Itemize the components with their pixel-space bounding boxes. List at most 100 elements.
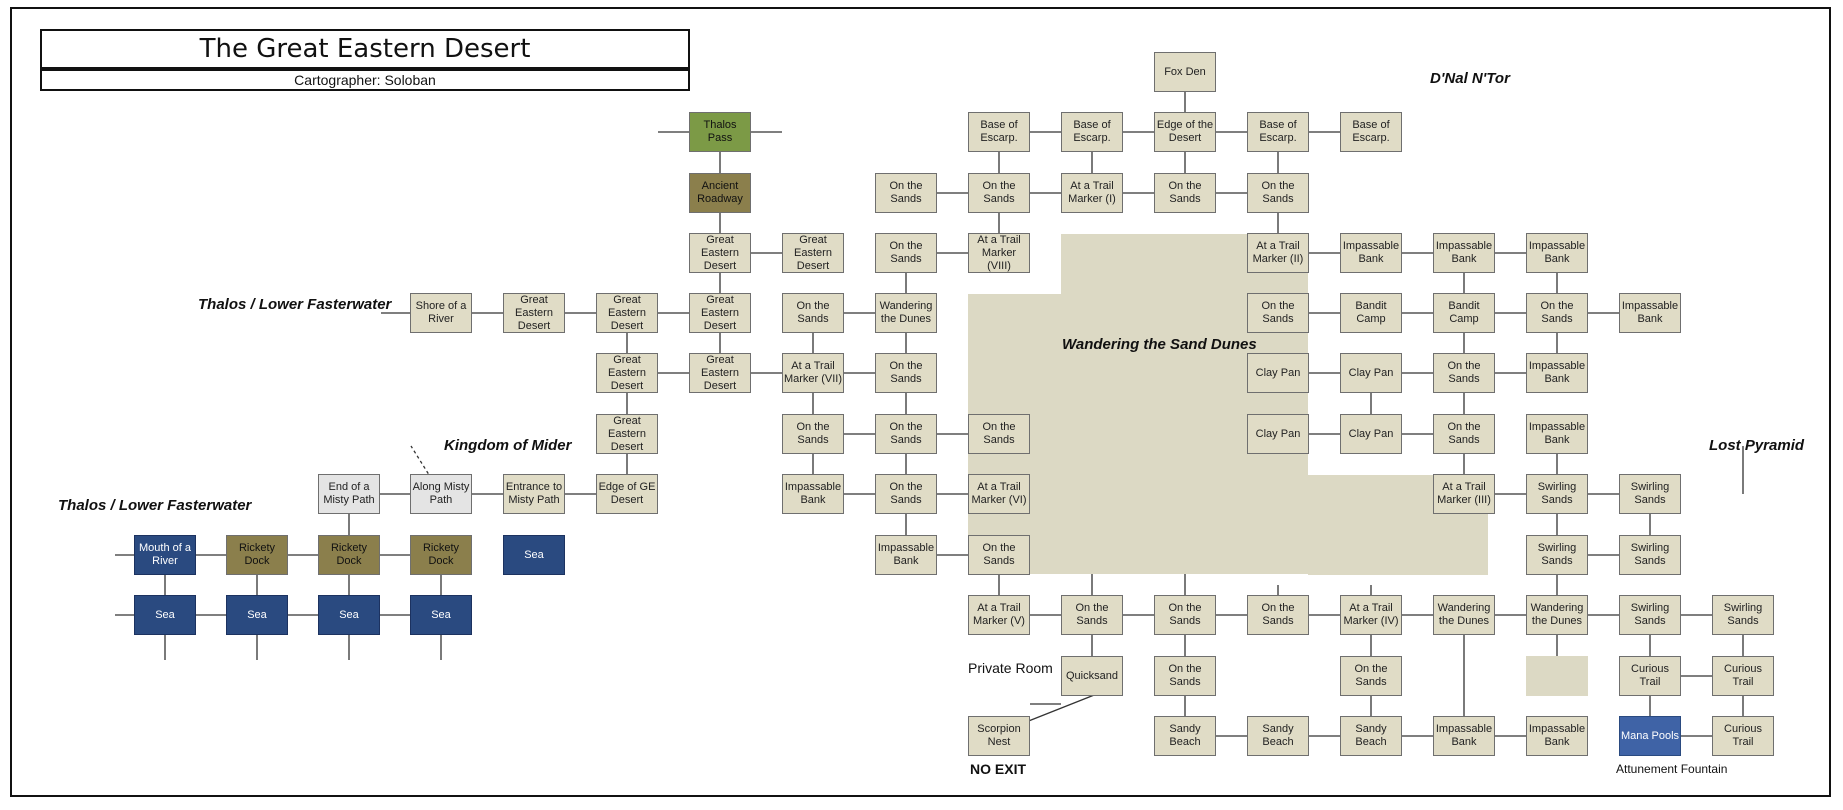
room-end-misty-path: End of a Misty Path xyxy=(318,474,380,514)
room-clay-pan-2: Clay Pan xyxy=(1340,353,1402,393)
room-sands-r10-1: On the Sands xyxy=(1061,595,1123,635)
room-ged-r7: Great Eastern Desert xyxy=(596,414,658,454)
room-sands-r4-1: On the Sands xyxy=(875,233,937,273)
room-impassable-r12-1: Impassable Bank xyxy=(1433,716,1495,756)
room-sands-r6-2: On the Sands xyxy=(1433,353,1495,393)
room-swirling-r10-1: Swirling Sands xyxy=(1619,595,1681,635)
room-entrance-misty-path: Entrance to Misty Path xyxy=(503,474,565,514)
room-clay-pan-4: Clay Pan xyxy=(1340,414,1402,454)
dnal-ntor-label: D'Nal N'Tor xyxy=(1430,70,1510,87)
room-scorpion-nest: Scorpion Nest xyxy=(968,716,1030,756)
room-sands-r7-4: On the Sands xyxy=(1433,414,1495,454)
room-swirling-r8-1: Swirling Sands xyxy=(1526,474,1588,514)
room-impassable-r7: Impassable Bank xyxy=(1526,414,1588,454)
room-sands-r3-3: On the Sands xyxy=(1154,173,1216,213)
room-wandering-dunes-r10-1: Wandering the Dunes xyxy=(1433,595,1495,635)
room-clay-pan-1: Clay Pan xyxy=(1247,353,1309,393)
room-sands-r10-2: On the Sands xyxy=(1154,595,1216,635)
lost-pyramid-label: Lost Pyramid xyxy=(1709,437,1805,454)
room-swirling-r9-2: Swirling Sands xyxy=(1619,535,1681,575)
room-sands-r3-1: On the Sands xyxy=(875,173,937,213)
room-impassable-r6: Impassable Bank xyxy=(1526,353,1588,393)
room-sands-r11-1: On the Sands xyxy=(1154,656,1216,696)
room-sea-r10-1: Sea xyxy=(134,595,196,635)
room-impassable-r12-2: Impassable Bank xyxy=(1526,716,1588,756)
room-curious-trail-2: Curious Trail xyxy=(1712,656,1774,696)
room-wandering-dunes-r10-2: Wandering the Dunes xyxy=(1526,595,1588,635)
dunes-region-label: Wandering the Sand Dunes xyxy=(1062,336,1257,353)
room-impassable-r9: Impassable Bank xyxy=(875,535,937,575)
room-trail-marker-3: At a Trail Marker (III) xyxy=(1433,474,1495,514)
thalos-lower-label: Thalos / Lower Fasterwater xyxy=(58,497,252,514)
room-base-escarp-4: Base of Escarp. xyxy=(1340,112,1402,152)
room-sands-r3-4: On the Sands xyxy=(1247,173,1309,213)
room-edge-of-desert: Edge of the Desert xyxy=(1154,112,1216,152)
room-clay-pan-3: Clay Pan xyxy=(1247,414,1309,454)
cartographer-credit: Cartographer: Soloban xyxy=(40,69,690,91)
room-sea-r10-4: Sea xyxy=(410,595,472,635)
sand-dunes-block xyxy=(968,294,1061,394)
attunement-fountain-label: Attunement Fountain xyxy=(1616,762,1728,776)
thalos-upper-label: Thalos / Lower Fasterwater xyxy=(198,296,392,313)
room-sands-r5-1: On the Sands xyxy=(782,293,844,333)
room-sands-r7-2: On the Sands xyxy=(875,414,937,454)
room-impassable-r4-2: Impassable Bank xyxy=(1433,233,1495,273)
room-impassable-r4-3: Impassable Bank xyxy=(1526,233,1588,273)
room-trail-marker-7: At a Trail Marker (VII) xyxy=(782,353,844,393)
room-sands-r6-1: On the Sands xyxy=(875,353,937,393)
room-impassable-r4-1: Impassable Bank xyxy=(1340,233,1402,273)
room-wandering-dunes-r5: Wandering the Dunes xyxy=(875,293,937,333)
room-sands-r10-3: On the Sands xyxy=(1247,595,1309,635)
room-swirling-r10-2: Swirling Sands xyxy=(1712,595,1774,635)
room-swirling-r8-2: Swirling Sands xyxy=(1619,474,1681,514)
room-blank-r11 xyxy=(1526,656,1588,696)
room-ancient-roadway: Ancient Roadway xyxy=(689,173,751,213)
room-trail-marker-5: At a Trail Marker (V) xyxy=(968,595,1030,635)
room-ged-r4-2: Great Eastern Desert xyxy=(782,233,844,273)
room-sea-r10-2: Sea xyxy=(226,595,288,635)
room-sands-r7-1: On the Sands xyxy=(782,414,844,454)
map-frame xyxy=(10,7,1831,797)
room-sandy-beach-1: Sandy Beach xyxy=(1154,716,1216,756)
room-trail-marker-2: At a Trail Marker (II) xyxy=(1247,233,1309,273)
room-along-misty-path: Along Misty Path xyxy=(410,474,472,514)
no-exit-label: NO EXIT xyxy=(970,761,1027,777)
room-ged-r6-2: Great Eastern Desert xyxy=(689,353,751,393)
room-sandy-beach-2: Sandy Beach xyxy=(1247,716,1309,756)
room-ged-r5-3: Great Eastern Desert xyxy=(689,293,751,333)
private-room-label: Private Room xyxy=(968,660,1053,676)
room-impassable-r8-1: Impassable Bank xyxy=(782,474,844,514)
room-bandit-camp-2: Bandit Camp xyxy=(1433,293,1495,333)
room-impassable-r5: Impassable Bank xyxy=(1619,293,1681,333)
sand-dunes-block xyxy=(1061,234,1308,574)
room-sands-r7-3: On the Sands xyxy=(968,414,1030,454)
room-rickety-dock-3: Rickety Dock xyxy=(410,535,472,575)
room-trail-marker-6: At a Trail Marker (VI) xyxy=(968,474,1030,514)
room-sands-r9: On the Sands xyxy=(968,535,1030,575)
room-quicksand: Quicksand xyxy=(1061,656,1123,696)
room-bandit-camp-1: Bandit Camp xyxy=(1340,293,1402,333)
room-sands-r3-2: On the Sands xyxy=(968,173,1030,213)
room-mouth-of-river: Mouth of a River xyxy=(134,535,196,575)
room-fox-den: Fox Den xyxy=(1154,52,1216,92)
room-sands-r11-2: On the Sands xyxy=(1340,656,1402,696)
room-trail-marker-4: At a Trail Marker (IV) xyxy=(1340,595,1402,635)
room-sands-r5-2: On the Sands xyxy=(1247,293,1309,333)
room-ged-r6-1: Great Eastern Desert xyxy=(596,353,658,393)
room-curious-trail-1: Curious Trail xyxy=(1619,656,1681,696)
room-ged-r5-2: Great Eastern Desert xyxy=(596,293,658,333)
kingdom-of-mider-label: Kingdom of Mider xyxy=(444,437,572,454)
room-curious-trail-3: Curious Trail xyxy=(1712,716,1774,756)
room-trail-marker-1: At a Trail Marker (I) xyxy=(1061,173,1123,213)
room-ged-r4-1: Great Eastern Desert xyxy=(689,233,751,273)
room-mana-pools: Mana Pools xyxy=(1619,716,1681,756)
room-base-escarp-2: Base of Escarp. xyxy=(1061,112,1123,152)
room-thalos-pass: Thalos Pass xyxy=(689,112,751,152)
room-rickety-dock-2: Rickety Dock xyxy=(318,535,380,575)
room-sandy-beach-3: Sandy Beach xyxy=(1340,716,1402,756)
room-sands-r5-3: On the Sands xyxy=(1526,293,1588,333)
room-rickety-dock-1: Rickety Dock xyxy=(226,535,288,575)
room-ged-r5-1: Great Eastern Desert xyxy=(503,293,565,333)
room-base-escarp-1: Base of Escarp. xyxy=(968,112,1030,152)
room-base-escarp-3: Base of Escarp. xyxy=(1247,112,1309,152)
